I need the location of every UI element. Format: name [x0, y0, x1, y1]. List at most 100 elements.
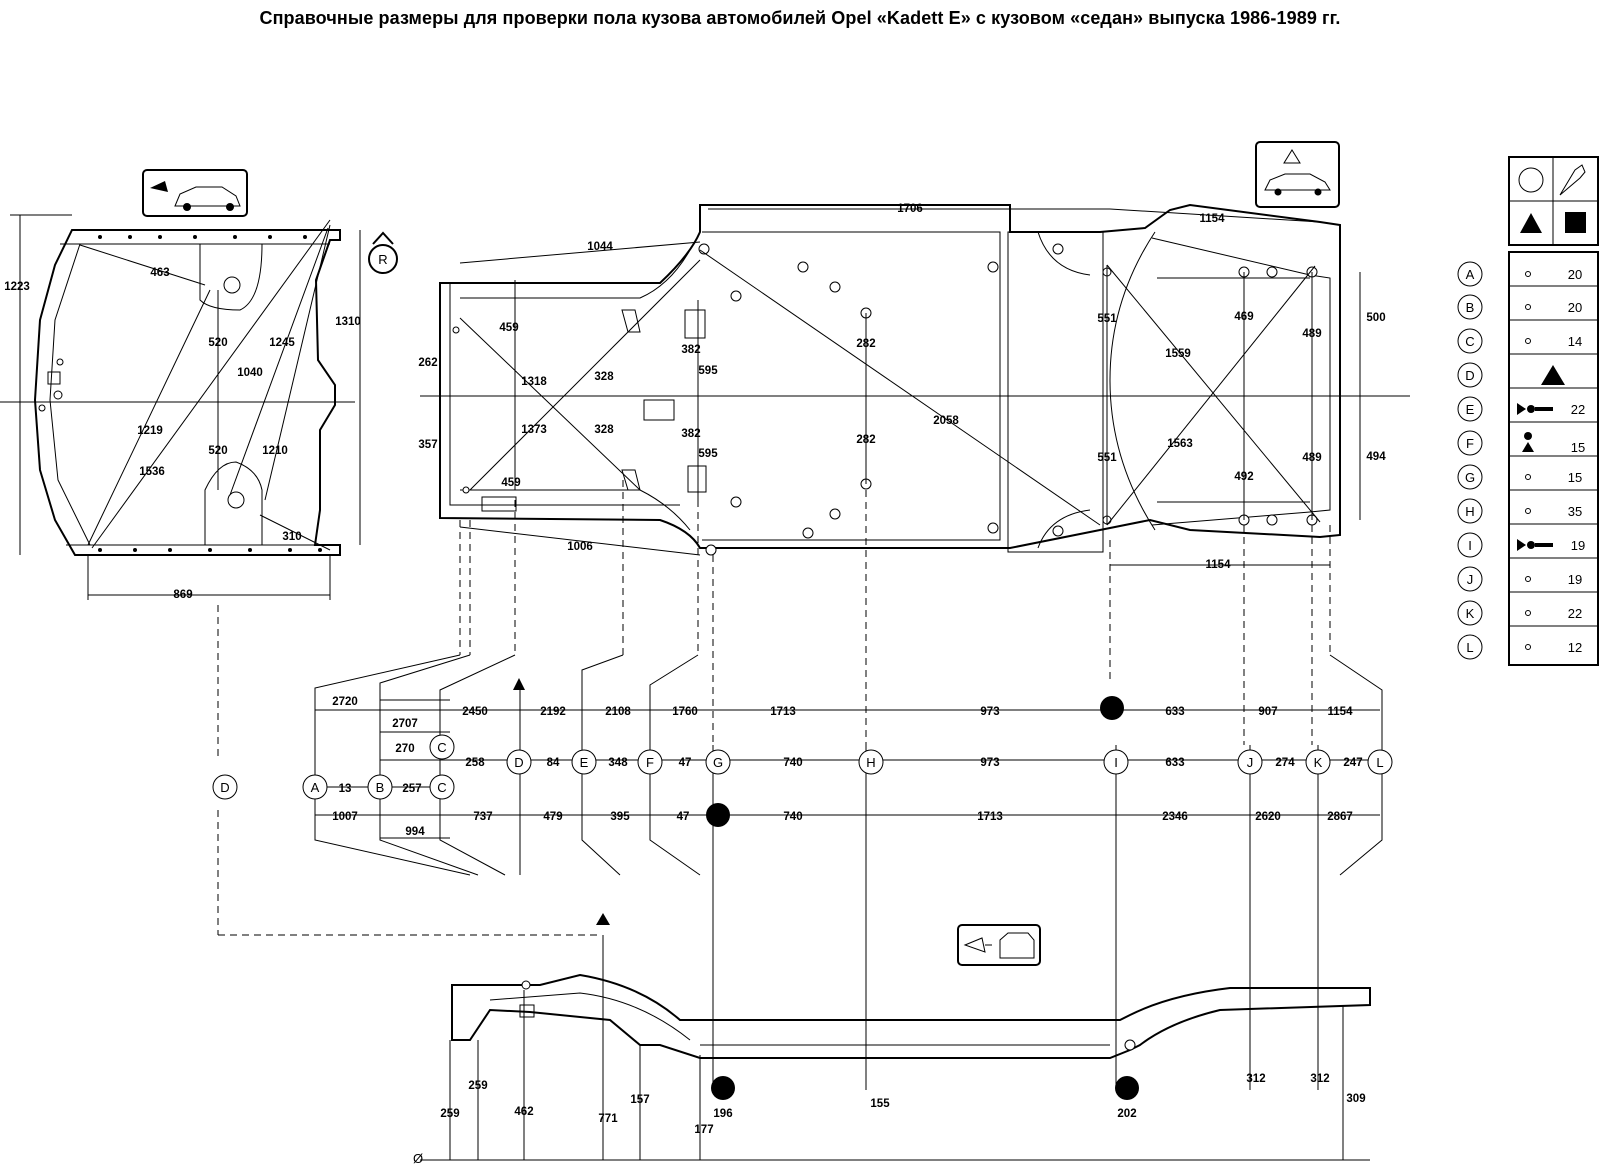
dim-row2-value: 84 [547, 757, 560, 769]
dim-row3-value: 2867 [1327, 811, 1353, 823]
height-label: 157 [630, 1094, 649, 1106]
legend-value: 14 [1568, 334, 1582, 349]
dim-label: 1318 [521, 376, 547, 388]
dim-row2-value: 348 [608, 757, 628, 769]
legend-row: D [1457, 362, 1598, 389]
dim-row3-value: 994 [405, 826, 425, 838]
dim-row1-value: 1760 [672, 706, 698, 718]
dim-label: 1040 [237, 367, 263, 379]
legend-row: G 15 [1457, 464, 1598, 491]
dim-label: 469 [1234, 311, 1253, 323]
point-label: I [1114, 755, 1118, 770]
legend-letter: C [1465, 334, 1474, 349]
point-markers: A B C C D E F G H I J K L D [212, 734, 1393, 800]
triangle-icon [1541, 365, 1565, 385]
top-view-holes [452, 243, 1318, 556]
dim-label: 520 [208, 337, 227, 349]
bolt-icon [1559, 164, 1586, 196]
datum-label: Ø [413, 1151, 423, 1165]
dim-label: 1373 [521, 424, 547, 436]
dim-label: 328 [594, 371, 614, 383]
legend-value: 20 [1568, 300, 1582, 315]
dim-row1-value: 1713 [770, 706, 796, 718]
legend-value: 15 [1568, 470, 1582, 485]
height-label: 155 [870, 1098, 890, 1110]
dim-label: 463 [150, 267, 169, 279]
legend-row: L 12 [1457, 634, 1582, 660]
rear-direction-label: R [378, 252, 387, 267]
legend-row: F 15 [1457, 430, 1598, 457]
point-label: G [713, 755, 723, 770]
dim-row1-value: 973 [980, 706, 999, 718]
legend-value: 12 [1568, 640, 1582, 655]
dim-row1-value: 2720 [332, 696, 358, 708]
dim-row2-value: 47 [679, 757, 692, 769]
dim-label: 328 [594, 424, 614, 436]
legend-letter: H [1465, 504, 1474, 519]
legend-row: H 35 [1457, 498, 1598, 525]
legend-value: 15 [1571, 440, 1585, 455]
dim-row3-value: 479 [543, 811, 562, 823]
legend-letter: I [1468, 538, 1472, 553]
dim-label: 489 [1302, 328, 1321, 340]
top-view-icon [1255, 141, 1340, 208]
legend-value: 20 [1568, 267, 1582, 282]
triangle-icon [1520, 213, 1542, 233]
dim-label: 1563 [1167, 438, 1193, 450]
triangle-icon [596, 913, 610, 925]
dim-row1-value: 2707 [392, 718, 418, 730]
dim-row2-value: 973 [980, 757, 999, 769]
dim-row1-value: 2192 [540, 706, 566, 718]
point-label: J [1247, 755, 1254, 770]
row1-values: 2720 2707 2450 2192 2108 1760 1713 973 6… [332, 696, 1353, 730]
point-label: F [646, 755, 654, 770]
dim-row1-value: 1154 [1328, 706, 1354, 718]
height-label: 259 [440, 1108, 459, 1120]
height-label: 462 [514, 1106, 533, 1118]
dim-label: 869 [173, 589, 192, 601]
point-label: L [1376, 755, 1383, 770]
dim-row3-value: 395 [610, 811, 630, 823]
legend-value: 19 [1571, 538, 1585, 553]
legend [1508, 156, 1599, 666]
legend-row: E 22 [1457, 396, 1598, 423]
projection-lines [217, 480, 1383, 1090]
dim-row2-value: 274 [1275, 757, 1295, 769]
point-label: C [437, 740, 446, 755]
height-label: 771 [598, 1113, 618, 1125]
legend-row: A 20 [1457, 261, 1598, 287]
bolt-marker-icon [711, 1076, 735, 1100]
dim-label: 1219 [137, 425, 163, 437]
legend-letter: F [1466, 436, 1474, 451]
dim-label: 1154 [1206, 559, 1232, 571]
point-label: B [376, 780, 385, 795]
point-label: D [220, 780, 229, 795]
bolt-icon [1517, 539, 1553, 551]
dim-label: 551 [1097, 313, 1117, 325]
dim-label: 382 [681, 428, 700, 440]
dim-row1-value: 2450 [462, 706, 488, 718]
legend-rows: A 20 B 20 C 14 D E 22 [1457, 261, 1598, 660]
height-label: 177 [694, 1124, 713, 1136]
legend-letter: D [1465, 368, 1474, 383]
side-floor-outline [451, 973, 1371, 1059]
dim-row3-value: 1007 [332, 811, 358, 823]
point-label: C [437, 780, 446, 795]
dim-row2-value: 633 [1165, 757, 1184, 769]
square-icon [1565, 212, 1586, 233]
legend-letter: J [1467, 572, 1474, 587]
legend-row: C 14 [1457, 328, 1598, 355]
dim-label: 262 [418, 357, 437, 369]
height-label: 312 [1246, 1073, 1265, 1085]
bolt-marker-icon [1100, 696, 1124, 720]
legend-letter: E [1466, 402, 1475, 417]
front-floor-outline [33, 229, 341, 556]
legend-value: 35 [1568, 504, 1582, 519]
height-label: 259 [468, 1080, 487, 1092]
dim-label: 357 [418, 439, 437, 451]
dim-label: 520 [208, 445, 227, 457]
dim-row2-value: 257 [402, 783, 421, 795]
dim-row1-value: 633 [1165, 706, 1184, 718]
dim-label: 595 [698, 365, 718, 377]
